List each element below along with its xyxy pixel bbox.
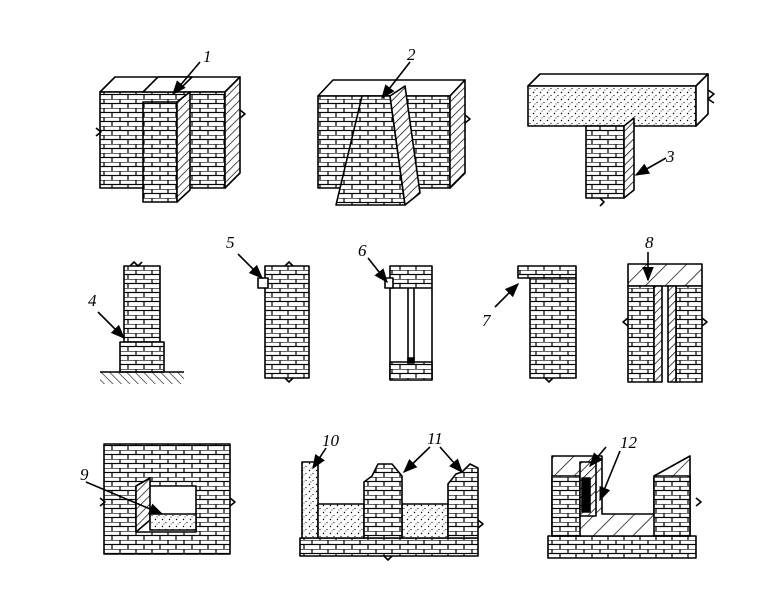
callout-4: 4 <box>88 291 97 310</box>
figure-6-pier-with-tie-rod <box>384 265 433 381</box>
figure-12-u-section <box>547 455 702 559</box>
figure-5-pier-with-offset <box>257 261 310 383</box>
callout-1: 1 <box>203 47 212 66</box>
callout-9: 9 <box>80 465 89 484</box>
callout-2: 2 <box>407 45 416 64</box>
callout-10: 10 <box>322 431 340 450</box>
callout-5: 5 <box>226 233 235 252</box>
callout-leaders <box>85 61 667 515</box>
figure-8-opening-with-lintel <box>622 263 708 383</box>
callout-12: 12 <box>620 433 638 452</box>
figure-4-pier-on-footing <box>100 261 184 384</box>
figure-3-slab-on-pier <box>527 73 715 207</box>
figure-2-wall-inclined-joint <box>317 79 471 206</box>
callout-11: 11 <box>427 429 443 448</box>
callout-7: 7 <box>482 311 492 330</box>
callout-3: 3 <box>665 147 675 166</box>
figure-10-11-wall-section <box>299 461 484 561</box>
figure-9-wall-with-niche <box>99 443 236 555</box>
callout-8: 8 <box>645 233 654 252</box>
figure-7-corbel-top <box>517 265 577 383</box>
callout-6: 6 <box>358 241 367 260</box>
figure-1-wall-vertical-groove <box>95 76 246 203</box>
